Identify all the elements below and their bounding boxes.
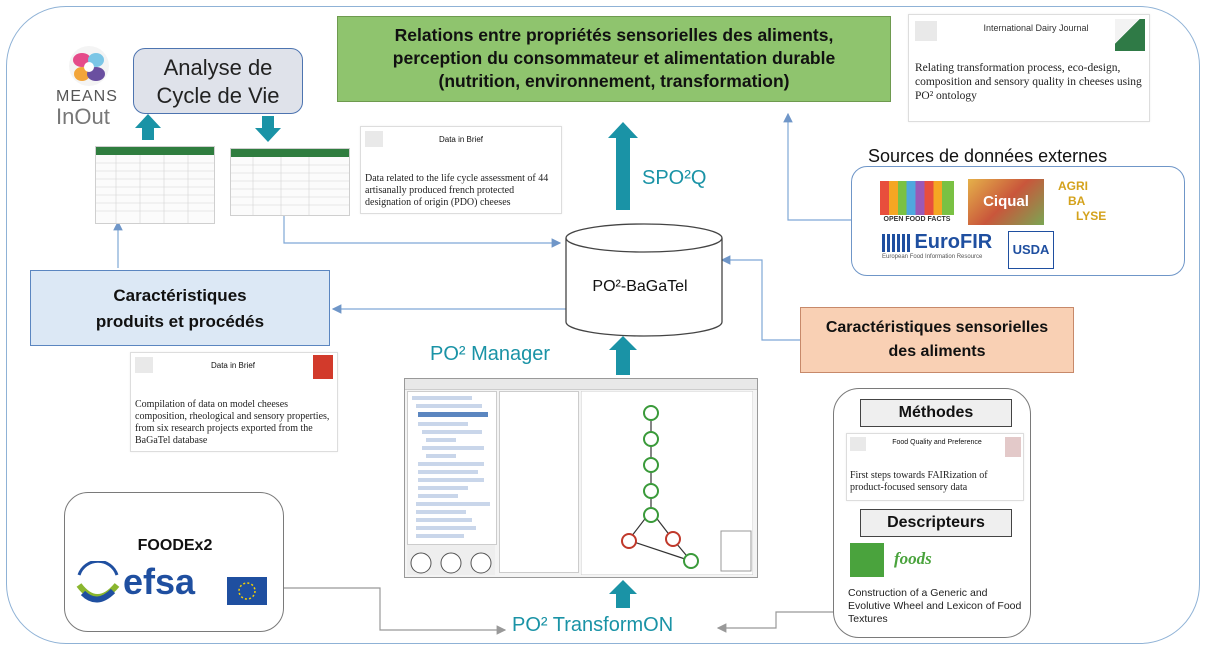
research-topic-box: Relations entre propriétés sensorielles … — [337, 16, 891, 102]
arrow-up-to-acv — [135, 114, 161, 140]
product-characteristics-line2: produits et procédés — [95, 312, 265, 331]
tree-panel — [407, 391, 497, 545]
foodex2-title: FOODEx2 — [137, 537, 213, 554]
publisher-logo-icon — [850, 437, 866, 451]
journal-cover-icon — [1115, 19, 1145, 51]
open-food-facts-logo-icon: OPEN FOOD FACTS — [880, 181, 954, 225]
arrow-spo2q-up — [608, 122, 638, 210]
dib-lca-title: Data related to the life cycle assessmen… — [365, 173, 549, 208]
means-inout: InOut — [56, 104, 110, 129]
eu-flag-icon — [227, 577, 267, 605]
arrow-down-from-acv — [255, 116, 281, 142]
agribalyse-line2: BA — [1068, 194, 1086, 208]
toolbar-icons — [407, 545, 495, 575]
agribalyse-logo-icon: AGRI BA LYSE — [1058, 179, 1118, 227]
usda-label: USDA — [1012, 242, 1050, 257]
means-name: MEANS — [56, 88, 118, 105]
dib-cheeses-paper-card: Data in Brief Compilation of data on mod… — [130, 352, 338, 452]
lca-box: Analyse de Cycle de Vie — [133, 48, 303, 114]
dib-lca-paper-card: Data in Brief Data related to the life c… — [360, 126, 562, 214]
foodex2-box: FOODEx2 efsa — [64, 492, 284, 632]
lca-line2: Cycle de Vie — [156, 83, 280, 108]
po2-manager-label: PO² Manager — [430, 343, 551, 365]
external-sources-title: Sources de données externes — [868, 146, 1108, 166]
external-sources-box: OPEN FOOD FACTS Ciqual AGRI BA LYSE Euro… — [851, 166, 1185, 276]
lca-line1: Analyse de — [163, 55, 273, 80]
arrow-manager-up — [609, 336, 637, 375]
journal-cover-icon — [313, 355, 333, 379]
connector-external-to-top — [783, 112, 851, 221]
ciqual-label: Ciqual — [983, 193, 1029, 210]
sensory-characteristics-box: Caractéristiques sensorielles des alimen… — [800, 307, 1074, 373]
database-cylinder — [565, 223, 723, 337]
research-topic-line1: Relations entre propriétés sensorielles … — [394, 25, 834, 45]
publisher-logo-icon — [135, 357, 153, 373]
methods-descriptors-box: Méthodes Food Quality and Preference Fir… — [833, 388, 1031, 638]
research-topic-line2: perception du consommateur et alimentati… — [392, 48, 836, 68]
means-logo-icon — [69, 46, 109, 86]
spreadsheet-1-thumbnail — [95, 146, 215, 224]
usda-logo-icon: USDA — [1008, 231, 1054, 269]
foods-journal-logo-icon — [850, 543, 884, 577]
product-characteristics-box: Caractéristiques produits et procédés — [30, 270, 330, 346]
tool-buttons-graphic — [410, 552, 492, 574]
sensory-characteristics-line2: des aliments — [888, 343, 986, 360]
idj-paper-title: Relating transformation process, eco-des… — [915, 62, 1142, 102]
fqp-paper-card: Food Quality and Preference First steps … — [846, 433, 1024, 501]
connector-methods-to-transformon — [716, 611, 833, 633]
dib-cheeses-title: Compilation of data on model cheeses com… — [135, 399, 330, 446]
tree-items-graphic — [412, 396, 490, 538]
database-label: PO²-BaGaTel — [592, 278, 688, 295]
outer-frame — [6, 6, 1200, 644]
po2-transformon-label: PO² TransformON — [512, 614, 674, 636]
publisher-logo-icon — [915, 21, 937, 41]
efsa-swoosh-icon — [76, 561, 120, 603]
foods-journal-name: foods — [894, 549, 932, 568]
process-graph — [581, 391, 753, 575]
sensory-characteristics-line1: Caractéristiques sensorielles — [825, 319, 1049, 336]
journal-cover-icon — [1005, 437, 1021, 457]
spo2q-label: SPO²Q — [642, 167, 707, 189]
spreadsheet-2-thumbnail — [230, 148, 350, 216]
agribalyse-line3: LYSE — [1076, 209, 1107, 223]
efsa-label: efsa — [123, 561, 196, 602]
properties-panel — [499, 391, 579, 573]
fqp-paper-title: First steps towards FAIRization of produ… — [850, 470, 988, 493]
eurofir-logo-icon: EuroFIR European Food Information Resour… — [882, 231, 1002, 271]
connector-sensory-to-db — [720, 255, 800, 341]
product-characteristics-line1: Caractéristiques — [113, 286, 247, 305]
window-titlebar — [405, 379, 757, 390]
dib-cheeses-journal: Data in Brief — [210, 361, 256, 370]
methods-title: Méthodes — [860, 399, 1012, 427]
arrow-transformon-up — [609, 580, 637, 608]
ciqual-logo-icon: Ciqual — [968, 179, 1044, 225]
descriptors-title: Descripteurs — [860, 509, 1012, 537]
dib-lca-journal: Data in Brief — [438, 135, 484, 144]
agribalyse-line1: AGRI — [1058, 179, 1088, 193]
connector-lca-to-db — [283, 210, 562, 248]
publisher-logo-icon — [365, 131, 383, 147]
po2-manager-screenshot — [404, 378, 758, 578]
fqp-journal: Food Quality and Preference — [892, 439, 982, 446]
open-food-facts-label: OPEN FOOD FACTS — [880, 215, 954, 225]
eurofir-bars-icon — [882, 233, 910, 252]
eurofir-sub: European Food Information Resource — [882, 254, 983, 260]
research-topic-line3: (nutrition, environnement, transformatio… — [438, 71, 790, 91]
foods-paper-title: Construction of a Generic and Evolutive … — [848, 587, 1022, 625]
eurofir-label: EuroFIR — [914, 231, 993, 253]
idj-paper-card: International Dairy Journal Relating tra… — [908, 14, 1150, 122]
idj-journal-name: International Dairy Journal — [983, 23, 1089, 33]
connector-foodex-to-transformon — [284, 587, 507, 635]
